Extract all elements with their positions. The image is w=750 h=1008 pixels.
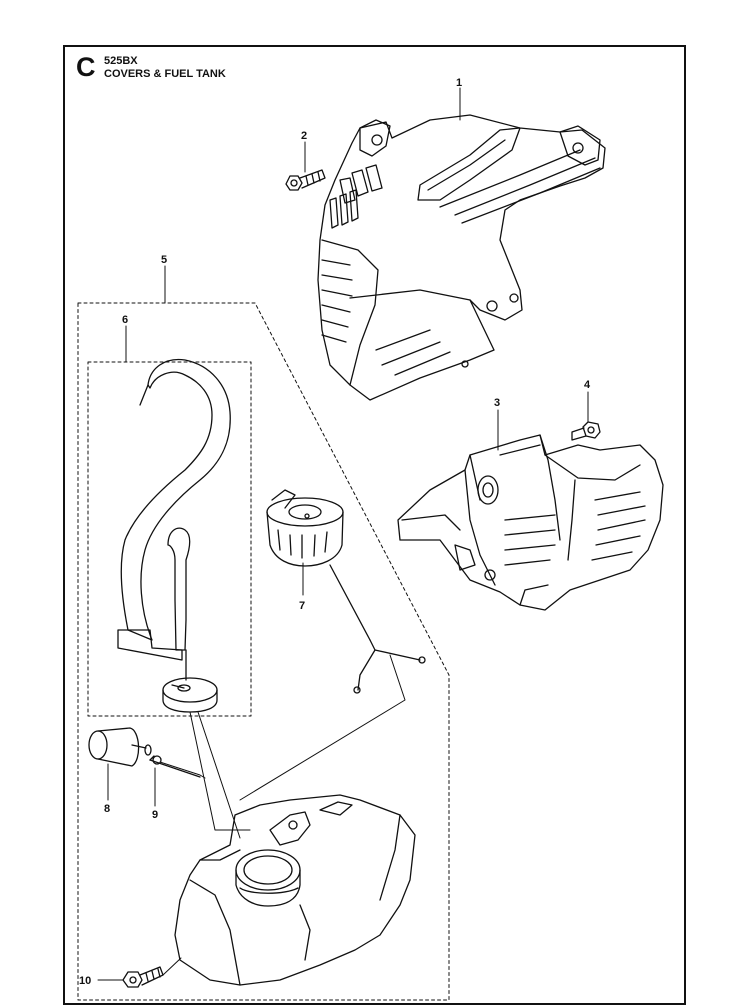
part-2-screw	[285, 169, 326, 191]
fuel-tank	[174, 794, 416, 986]
callout-9: 9	[152, 809, 158, 821]
part-8-fuel-filter	[88, 727, 152, 767]
callout-3: 3	[494, 397, 500, 409]
callout-5: 5	[161, 254, 167, 266]
section-title: COVERS & FUEL TANK	[104, 68, 226, 80]
callout-1: 1	[456, 77, 462, 89]
model-name: 525BX	[104, 55, 138, 67]
part-7-fuel-cap	[266, 489, 426, 694]
kit-outline-6	[87, 361, 252, 717]
diagram-frame	[63, 45, 686, 1005]
callout-7: 7	[299, 600, 305, 612]
kit-outline-5	[77, 302, 450, 1001]
section-letter: C	[76, 52, 96, 82]
callout-labels: 1 2 3 4 5 6 7 8 9 10	[79, 77, 591, 987]
callout-2: 2	[301, 130, 307, 142]
callout-6: 6	[122, 314, 128, 326]
part-6-fuel-hose	[117, 358, 231, 681]
part-10-screw	[122, 966, 164, 988]
callout-8: 8	[104, 803, 110, 815]
callout-10: 10	[79, 975, 91, 987]
connection-lines	[159, 654, 406, 976]
leader-lines	[97, 87, 589, 981]
part-6-grommet	[162, 677, 218, 713]
part-4-screw	[571, 421, 601, 441]
callout-4: 4	[584, 379, 591, 391]
part-1-top-cover	[317, 114, 606, 401]
part-9-clamp	[149, 755, 201, 778]
part-3-lower-cover	[397, 434, 664, 611]
